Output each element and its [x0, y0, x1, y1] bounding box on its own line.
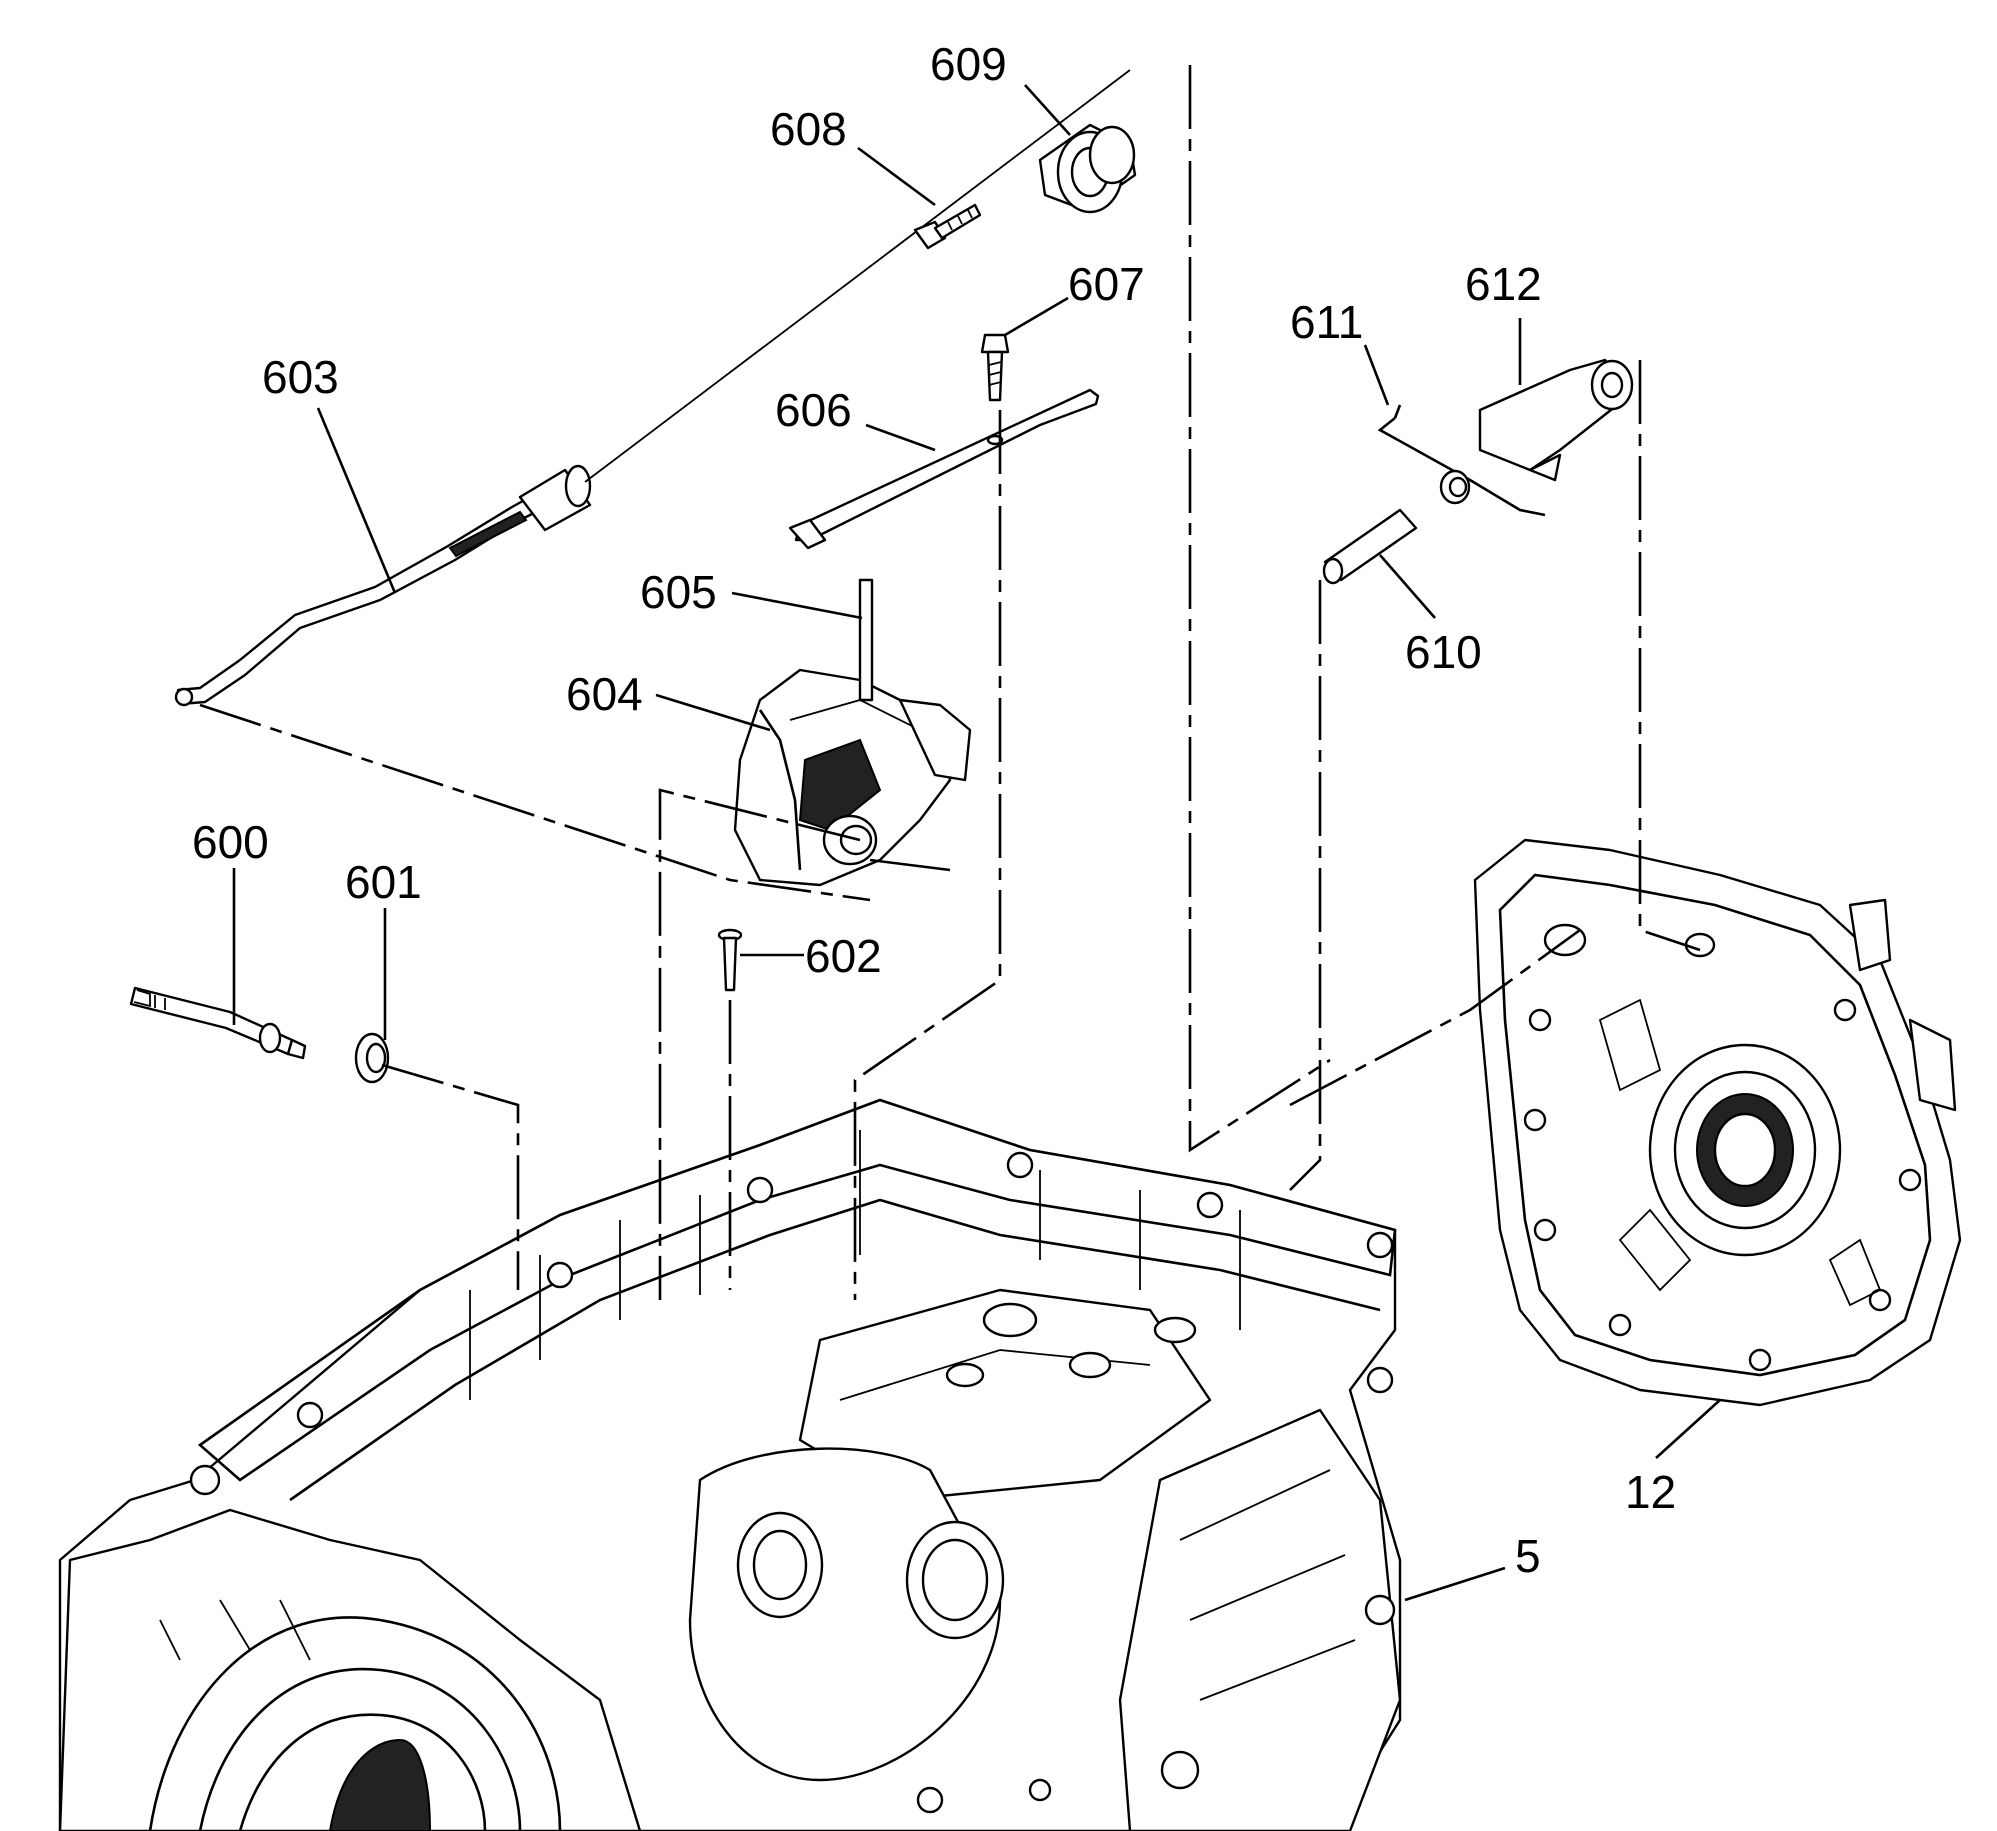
part-608-bolt — [913, 203, 982, 250]
callout-609: 609 — [930, 38, 1007, 90]
callout-606: 606 — [775, 384, 852, 436]
callout-600: 600 — [192, 816, 269, 868]
part-601-seal — [354, 1032, 390, 1084]
part-607-bolt — [980, 333, 1010, 402]
callout-605: 605 — [640, 566, 717, 618]
assembly-lines — [199, 65, 1701, 1300]
part-606-detent-spring — [788, 388, 1100, 550]
part-612-lever — [1478, 358, 1634, 482]
callout-612: 612 — [1465, 258, 1542, 310]
callout-608: 608 — [770, 103, 847, 155]
leader-lines — [232, 84, 1721, 1602]
callout-5: 5 — [1515, 1530, 1541, 1582]
callout-601: 601 — [345, 856, 422, 908]
part-609-bushing — [1038, 123, 1137, 214]
transmission-case — [58, 1098, 1402, 1831]
callout-12: 12 — [1625, 1466, 1676, 1518]
callout-611: 611 — [1290, 296, 1363, 348]
callout-602: 602 — [805, 930, 882, 982]
callout-607: 607 — [1068, 258, 1145, 310]
part-605-pin — [858, 578, 874, 702]
part-611-spring — [1377, 404, 1546, 517]
part-610-pin — [1322, 508, 1418, 585]
callout-604: 604 — [566, 668, 643, 720]
callout-labels: 600 601 602 603 604 605 606 607 608 609 … — [192, 38, 1676, 1582]
part-600-manual-shaft — [129, 986, 307, 1060]
part-603-detent-rod — [174, 69, 1131, 707]
callout-603: 603 — [262, 351, 339, 403]
part-604-range-switch — [733, 668, 972, 887]
case-cover — [1473, 838, 1962, 1407]
callout-610: 610 — [1405, 626, 1482, 678]
part-602-pin — [717, 928, 743, 992]
